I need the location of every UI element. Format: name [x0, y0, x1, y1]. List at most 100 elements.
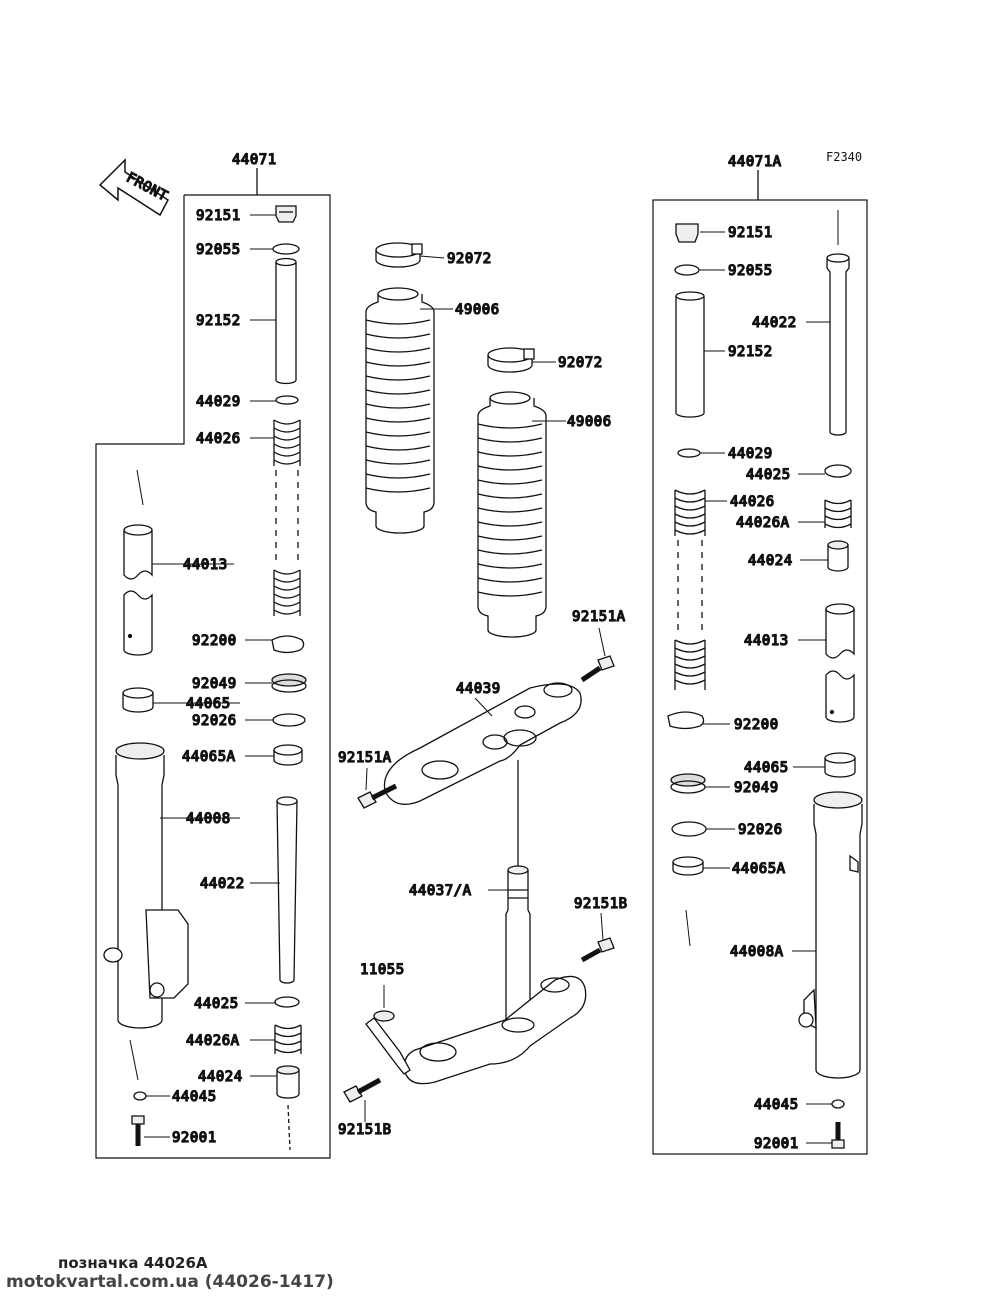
- assembly-label-left: 44071: [232, 152, 277, 168]
- right-inner-tube-44013: [825, 603, 855, 723]
- label-right-44065A: 44065A: [732, 861, 786, 877]
- label-right-44008A: 44008A: [730, 944, 784, 960]
- assembly-label-right: 44071A: [728, 154, 782, 170]
- left-bushing-44065A: [273, 744, 303, 766]
- label-right-92152: 92152: [728, 344, 773, 360]
- left-assembly-frame: [95, 194, 331, 1159]
- label-left-44022: 44022: [200, 876, 245, 892]
- bolt-92151B-right: [580, 937, 615, 963]
- label-right-44045: 44045: [754, 1097, 799, 1113]
- label-right-44029: 44029: [728, 446, 773, 462]
- label-left-92151: 92151: [196, 208, 241, 224]
- label-left-44008: 44008: [186, 811, 231, 827]
- left-o-ring: [272, 243, 300, 255]
- label-left-44045: 44045: [172, 1089, 217, 1105]
- boot-49006-right: [477, 391, 547, 638]
- label-left-92049: 92049: [192, 676, 237, 692]
- label-right-44024: 44024: [748, 553, 793, 569]
- left-spring-dash: [275, 470, 299, 565]
- part-labels: 44071 44071A 92151 92055 92152 44029 440…: [171, 151, 799, 1152]
- clamp-92072-top: [375, 242, 423, 268]
- label-right-44022: 44022: [752, 315, 797, 331]
- label-center-92072b: 92072: [558, 355, 603, 371]
- label-right-44065: 44065: [744, 760, 789, 776]
- label-center-92151B-l: 92151B: [338, 1122, 392, 1138]
- left-axis-line: [287, 1104, 291, 1151]
- label-center-49006a: 49006: [455, 302, 500, 318]
- label-right-92200: 92200: [734, 717, 779, 733]
- label-left-44029: 44029: [196, 394, 241, 410]
- bolt-92151A-left: [357, 783, 398, 809]
- right-cap-bolt: [675, 223, 699, 243]
- label-right-92055: 92055: [728, 263, 773, 279]
- left-bolt-92001: [131, 1115, 145, 1146]
- left-washer-44025: [274, 996, 300, 1008]
- lower-bracket: [403, 975, 587, 1085]
- right-axis-line: [685, 909, 691, 947]
- label-right-44025: 44025: [746, 467, 791, 483]
- right-washer-92026: [671, 821, 707, 837]
- bracket-11055: [365, 985, 411, 1075]
- label-left-92055: 92055: [196, 242, 241, 258]
- right-seal-92049: [670, 773, 706, 794]
- label-right-44026A: 44026A: [736, 515, 790, 531]
- right-spring-dash: [677, 540, 703, 636]
- label-left-92200: 92200: [192, 633, 237, 649]
- right-piece-44024: [827, 540, 849, 572]
- left-washer-44029: [275, 395, 299, 405]
- bolt-92151B-left: [343, 1077, 382, 1122]
- label-right-44013: 44013: [744, 633, 789, 649]
- figure-code: F2340: [826, 150, 863, 164]
- left-cap-bolt: [275, 205, 297, 223]
- right-spring-bottom: [674, 639, 706, 690]
- label-left-44065: 44065: [186, 696, 231, 712]
- label-left-44026: 44026: [196, 431, 241, 447]
- label-left-44025: 44025: [194, 996, 239, 1012]
- label-left-92001: 92001: [172, 1130, 217, 1146]
- label-left-44024: 44024: [198, 1069, 243, 1085]
- label-center-92151B-r: 92151B: [574, 896, 628, 912]
- left-spring-44026A: [274, 1024, 302, 1054]
- left-inner-tube-44013: [123, 469, 153, 656]
- bolt-92151A-right: [580, 655, 615, 683]
- right-bushing-44065A: [672, 856, 704, 876]
- label-center-11055: 11055: [360, 962, 405, 978]
- right-cylinder-44022: [826, 210, 850, 436]
- right-washer-44045: [831, 1099, 845, 1109]
- right-washer-44029: [677, 448, 701, 458]
- right-o-ring: [674, 264, 700, 276]
- left-washer-92026: [272, 713, 306, 727]
- label-right-92049: 92049: [734, 780, 779, 796]
- right-bushing-44065: [824, 752, 856, 778]
- label-right-92026: 92026: [738, 822, 783, 838]
- label-right-92001: 92001: [754, 1136, 799, 1152]
- label-center-44039: 44039: [456, 681, 501, 697]
- left-spring-bottom: [273, 569, 301, 616]
- label-left-92026: 92026: [192, 713, 237, 729]
- label-center-92151A-r: 92151A: [572, 609, 626, 625]
- label-left-44013: 44013: [183, 557, 228, 573]
- left-piece-44024: [276, 1065, 300, 1099]
- label-center-92072a: 92072: [447, 251, 492, 267]
- front-arrow-icon: FRONT: [98, 158, 171, 217]
- leader-lines: [144, 214, 832, 1144]
- clamp-92072-bottom: [487, 347, 535, 373]
- steering-stem-44037: [505, 865, 531, 1024]
- label-left-92152: 92152: [196, 313, 241, 329]
- left-clip-92200: [271, 635, 305, 654]
- label-right-44026: 44026: [730, 494, 775, 510]
- right-spacer-tube: [675, 291, 705, 418]
- right-washer-44025: [824, 464, 852, 478]
- left-seal-92049: [271, 673, 307, 693]
- upper-bracket-44039: [383, 682, 582, 805]
- caption-source: motokvartal.com.ua (44026-1417): [6, 1272, 334, 1292]
- right-clip-92200: [667, 711, 705, 730]
- label-center-49006b: 49006: [567, 414, 612, 430]
- left-cylinder-44022: [276, 796, 298, 984]
- label-right-92151: 92151: [728, 225, 773, 241]
- label-center-92151A-l: 92151A: [338, 750, 392, 766]
- right-spring-44026A: [824, 499, 852, 529]
- right-spring-top: [674, 489, 706, 536]
- left-spacer-tube: [275, 257, 297, 385]
